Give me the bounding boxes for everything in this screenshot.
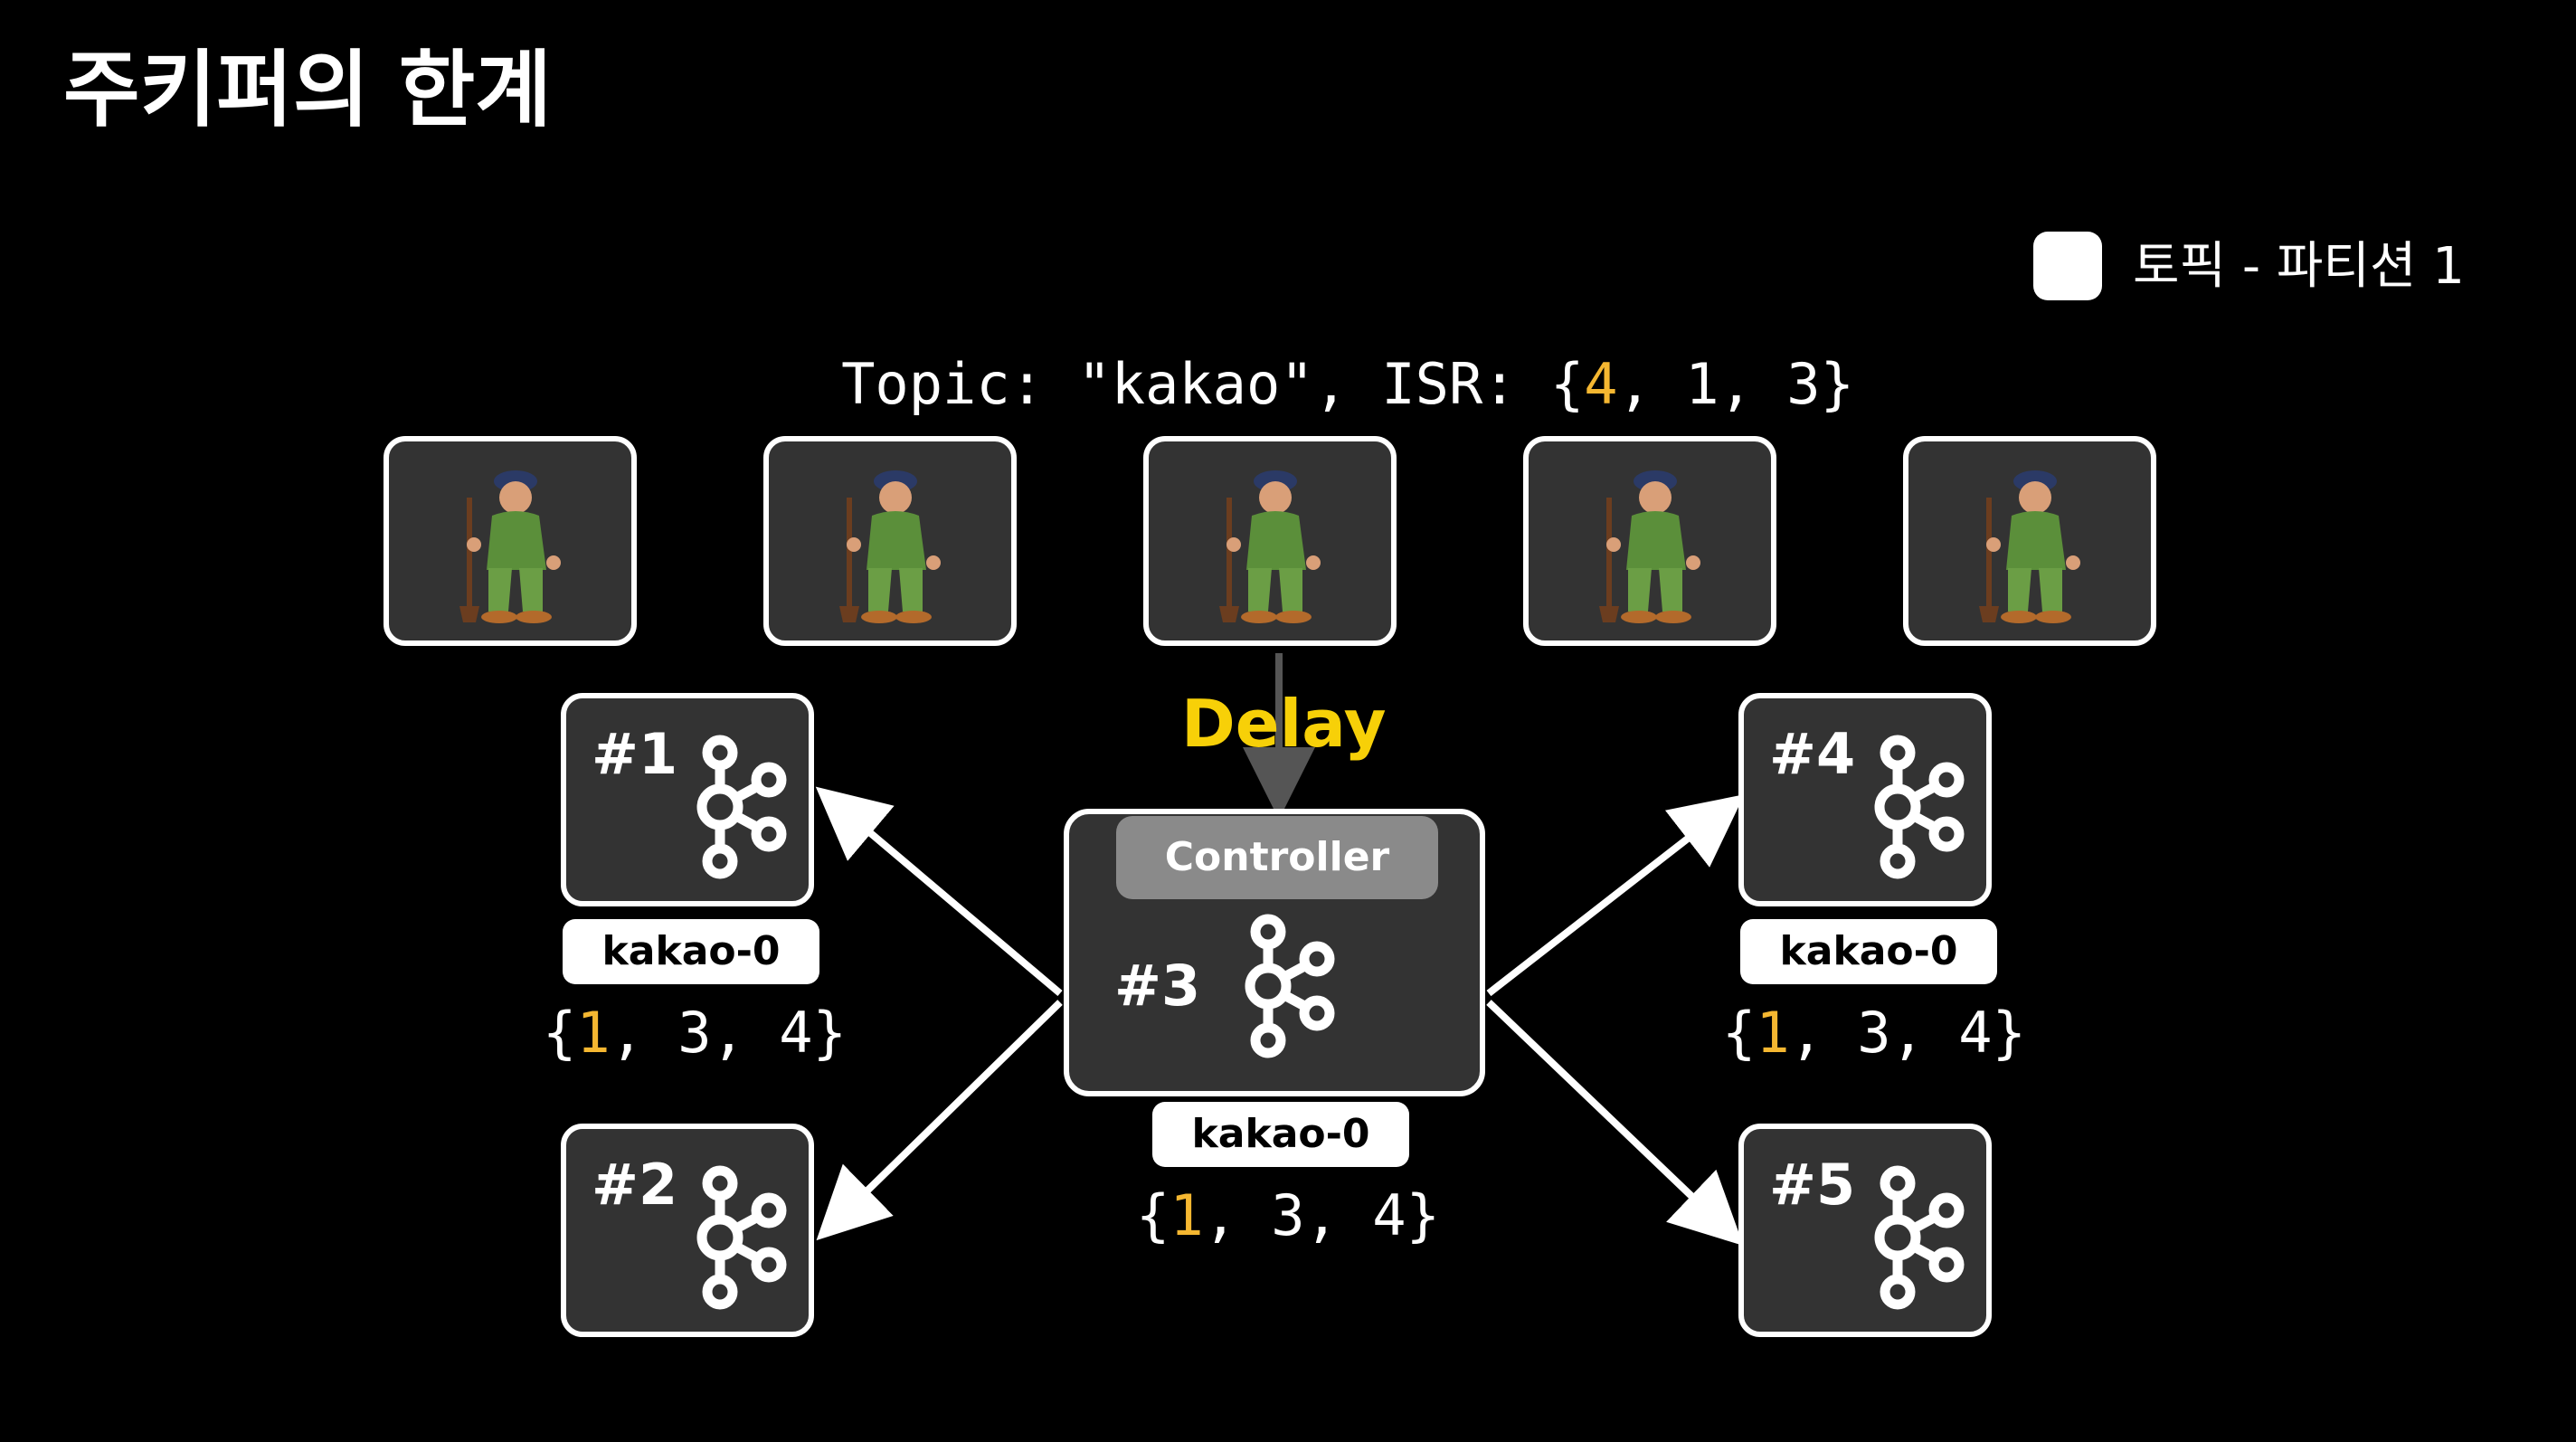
zookeeper-node-4: [1523, 436, 1776, 646]
topic-isr-suffix: , 1, 3}: [1617, 351, 1854, 417]
kafka-icon: [1874, 1165, 1965, 1310]
legend-label: 토픽 - 파티션 1: [2133, 237, 2465, 296]
zookeeper-node-2: [763, 436, 1017, 646]
topic-isr-leader: 4: [1584, 351, 1618, 417]
isr-rest: , 3, 4}: [1789, 1000, 2026, 1066]
isr-leader: 1: [576, 1000, 611, 1066]
arrow-to-broker-2: [816, 1000, 1063, 1241]
controller-label: Controller: [1116, 816, 1438, 899]
isr-leader: 1: [1756, 1000, 1790, 1066]
isr-1: {1, 3, 4}: [543, 997, 847, 1069]
zookeeper-keeper-icon: [1219, 470, 1321, 623]
broker-2: #2: [561, 1124, 814, 1337]
zookeeper-node-1: [384, 436, 637, 646]
broker-number: #4: [1769, 721, 1856, 787]
arrow-to-broker-4: [1486, 794, 1745, 997]
zookeeper-keeper-icon: [1979, 470, 2080, 623]
partition-tag-4: kakao-0: [1740, 919, 1997, 984]
kafka-icon: [1245, 914, 1335, 1058]
isr-4: {1, 3, 4}: [1722, 997, 2026, 1069]
broker-number: #5: [1769, 1152, 1856, 1218]
delay-label: Delay: [1181, 686, 1387, 762]
zookeeper-node-3: [1143, 436, 1397, 646]
kafka-icon: [696, 735, 787, 879]
partition-tag-3: kakao-0: [1152, 1102, 1409, 1167]
broker-5: #5: [1738, 1124, 1992, 1337]
page-title: 주키퍼의 한계: [63, 42, 552, 138]
broker-number: #3: [1114, 953, 1201, 1019]
topic-isr-line: Topic: "kakao", ISR: {4, 1, 3}: [724, 344, 1972, 425]
zookeeper-keeper-icon: [459, 470, 561, 623]
partition-tag-1: kakao-0: [563, 919, 819, 984]
isr-leader: 1: [1170, 1182, 1204, 1248]
kafka-icon: [1874, 735, 1965, 879]
broker-number: #1: [592, 721, 678, 787]
broker-number: #2: [592, 1152, 678, 1218]
kafka-icon: [696, 1165, 787, 1310]
legend-swatch: [2033, 232, 2102, 300]
broker-1: #1: [561, 693, 814, 906]
broker-4: #4: [1738, 693, 1992, 906]
arrow-to-broker-1: [815, 786, 1063, 997]
zookeeper-node-5: [1903, 436, 2156, 646]
topic-isr-prefix: Topic: "kakao", ISR: {: [841, 351, 1585, 417]
isr-3: {1, 3, 4}: [1136, 1180, 1440, 1252]
isr-rest: , 3, 4}: [1203, 1182, 1440, 1248]
zookeeper-keeper-icon: [839, 470, 941, 623]
arrow-to-broker-5: [1486, 1000, 1744, 1247]
isr-open: {: [1136, 1182, 1170, 1248]
isr-open: {: [1722, 1000, 1757, 1066]
zookeeper-keeper-icon: [1599, 470, 1700, 623]
isr-open: {: [543, 1000, 577, 1066]
isr-rest: , 3, 4}: [610, 1000, 847, 1066]
